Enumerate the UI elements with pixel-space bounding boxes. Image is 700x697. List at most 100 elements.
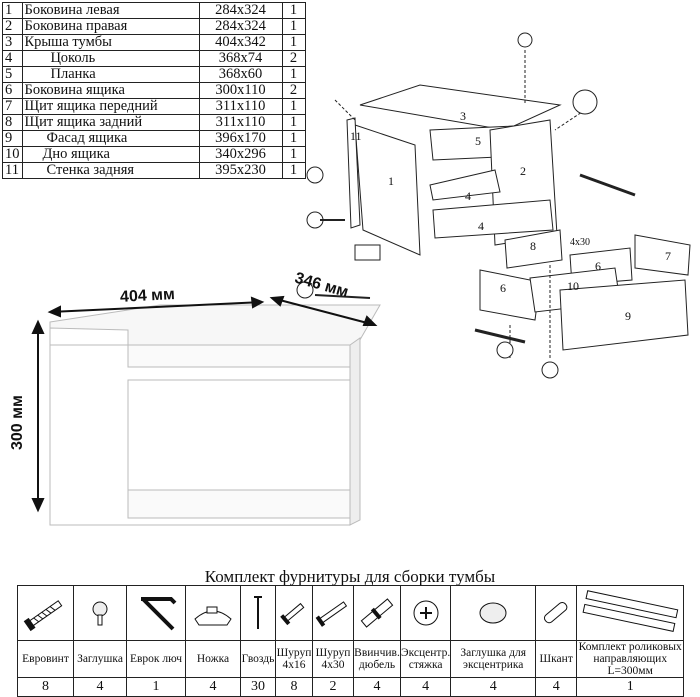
part-number: 8: [2, 114, 23, 131]
part-size: 300x110: [198, 82, 283, 99]
cam-cap-icon: [451, 593, 535, 633]
part-number: 11: [2, 162, 23, 179]
hardware-picture-cell: [353, 585, 401, 641]
exploded-part-label: 4: [478, 219, 484, 233]
exploded-part-label: 4: [465, 189, 471, 203]
part-size: 340x296: [198, 146, 283, 163]
part-number: 10: [2, 146, 23, 163]
exploded-part-label: 6: [500, 281, 506, 295]
part-name: Боковина ящика: [21, 82, 200, 99]
hardware-label: Шуруп 4x30: [312, 640, 354, 678]
exploded-part-label: 10: [567, 279, 579, 293]
part-number: 5: [2, 66, 23, 83]
cam-lock-icon: [401, 593, 450, 633]
exploded-part-label: 1: [388, 174, 394, 188]
hardware-label: Еврок люч: [126, 640, 186, 678]
hardware-label: Комплект роликовых направляющих L=300мм: [576, 640, 685, 678]
hardware-picture-cell: [275, 585, 313, 641]
part-number: 2: [2, 18, 23, 35]
part-size: 368x60: [198, 66, 283, 83]
exploded-part-label: 7: [665, 249, 671, 263]
cap-icon: [74, 593, 126, 633]
part-number: 7: [2, 98, 23, 115]
panel-plinth-1: [429, 169, 501, 201]
plinth: [127, 489, 359, 519]
hardware-picture-cell: [535, 585, 578, 641]
panel-drawer-side-left: [479, 269, 541, 321]
screw-long-icon: [313, 593, 353, 633]
part-name: Боковина правая: [21, 18, 200, 35]
foot-icon: [186, 593, 240, 633]
part-name: Крыша тумбы: [21, 34, 200, 51]
hardware-label: Ножка: [185, 640, 241, 678]
panel-plinth-2: [432, 199, 554, 239]
panel-back: [346, 117, 361, 229]
part-number: 9: [2, 130, 23, 147]
cabinet-side: [349, 337, 361, 526]
hex-key-icon: [127, 591, 185, 635]
part-number: 3: [2, 34, 23, 51]
exploded-part-label: 9: [625, 309, 631, 323]
hardware-picture-cell: [185, 585, 241, 641]
part-size: 395x230: [198, 162, 283, 179]
part-name: Стенка задняя: [21, 162, 200, 179]
dim-depth: 346 мм: [293, 270, 350, 301]
dowel-screw-icon: [354, 593, 400, 633]
screw-small-icon: [276, 593, 312, 633]
part-size: 368x74: [198, 50, 283, 67]
exploded-part-label: 6: [595, 259, 601, 273]
hardware-picture-cell: [450, 585, 537, 641]
panel-drawer-back: [504, 229, 563, 269]
part-number: 1: [2, 2, 23, 19]
wood-dowel-icon: [536, 593, 576, 633]
part-name: Дно ящика: [21, 146, 200, 163]
nail-icon: [241, 591, 275, 635]
hardware-label: Ввинчив. дюбель: [353, 640, 401, 678]
hardware-label: Гвоздь: [240, 640, 276, 678]
hardware-title: Комплект фурнитуры для сборки тумбы: [204, 567, 496, 586]
dim-height: 300 мм: [9, 395, 26, 450]
drawer-facade: [127, 379, 359, 491]
part-name: Цоколь: [21, 50, 200, 67]
part-size: 311x110: [198, 114, 283, 131]
part-size: 284x324: [198, 18, 283, 35]
hardware-picture-cell: [576, 585, 685, 641]
hardware-label: Заглушка для эксцентрика: [450, 640, 537, 678]
hardware-picture-cell: [73, 585, 127, 641]
dim-width: 404 мм: [120, 286, 176, 306]
cabinet-3d-view: 404 мм 346 мм 300 мм: [9, 270, 381, 526]
hardware-picture-cell: [399, 585, 452, 641]
part-qty: 1: [281, 114, 306, 131]
hardware-picture-cell: [126, 585, 186, 641]
euroscrew-icon: [18, 593, 73, 633]
hardware-label: Шуруп 4x16: [275, 640, 313, 678]
exploded-part-label: 5: [475, 134, 481, 148]
part-name: Щит ящика задний: [21, 114, 200, 131]
hardware-label: Эксцентр. стяжка: [399, 640, 452, 678]
panel-top: [359, 84, 562, 131]
hardware-label: Шкант: [535, 640, 578, 678]
hardware-picture-cell: [17, 585, 74, 641]
hardware-label: Евровинт: [17, 640, 74, 678]
part-name: Щит ящика передний: [21, 98, 200, 115]
drill-label: 4x30: [570, 237, 590, 248]
part-number: 4: [2, 50, 23, 67]
exploded-part-label: 2: [520, 164, 526, 178]
part-size: 404x342: [198, 34, 283, 51]
exploded-part-label: 11: [350, 129, 362, 143]
hardware-picture-cell: [312, 585, 354, 641]
part-qty: 1: [281, 2, 306, 19]
part-size: 284x324: [198, 2, 283, 19]
